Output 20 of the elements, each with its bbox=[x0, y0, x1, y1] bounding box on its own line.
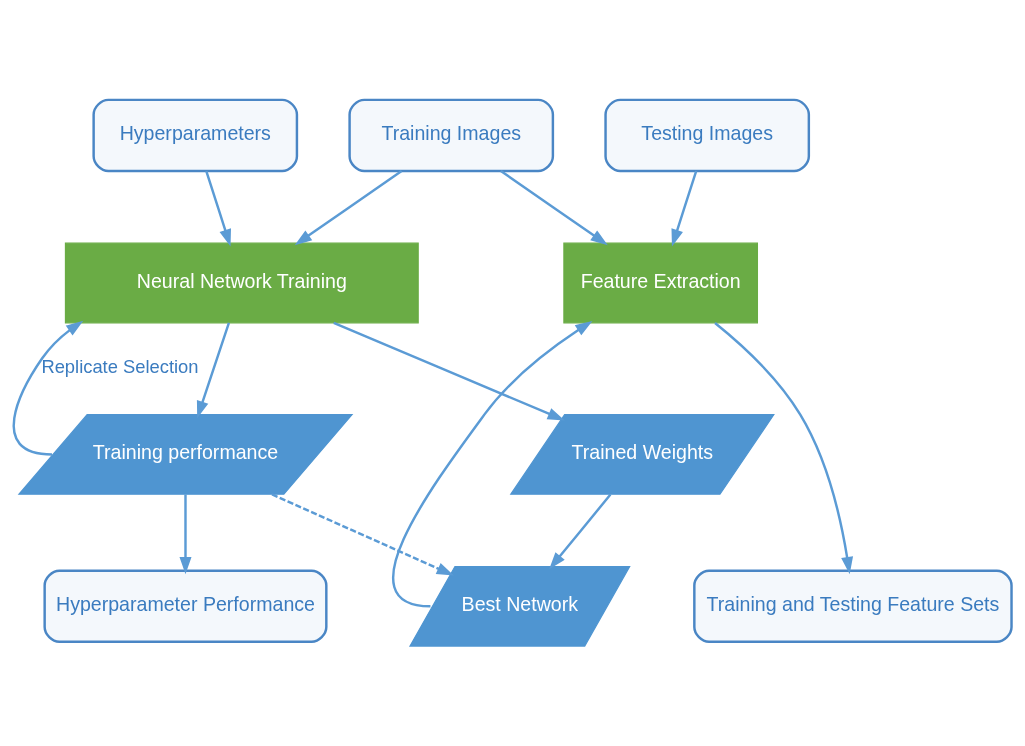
node-box: Hyperparameters bbox=[92, 98, 299, 173]
node-box: Hyperparameter Performance bbox=[43, 569, 328, 644]
arrow bbox=[549, 493, 612, 570]
edge-label: Replicate Selection bbox=[41, 356, 199, 377]
node-box: Training and Testing Feature Sets bbox=[693, 569, 1013, 644]
node-box: Training Images bbox=[348, 98, 555, 173]
arrow bbox=[500, 170, 608, 246]
arrow bbox=[392, 320, 593, 608]
node-box: Testing Images bbox=[604, 98, 811, 173]
arrow bbox=[196, 322, 231, 419]
node-box: Feature Extraction bbox=[563, 242, 758, 324]
arrow bbox=[271, 493, 454, 576]
arrow bbox=[12, 320, 84, 456]
arrow bbox=[205, 170, 231, 247]
arrow bbox=[671, 170, 698, 247]
arrow bbox=[179, 494, 192, 575]
arrow bbox=[294, 170, 403, 246]
arrow bbox=[714, 322, 854, 575]
node-box: Neural Network Training bbox=[64, 242, 419, 324]
arrow bbox=[333, 321, 565, 421]
